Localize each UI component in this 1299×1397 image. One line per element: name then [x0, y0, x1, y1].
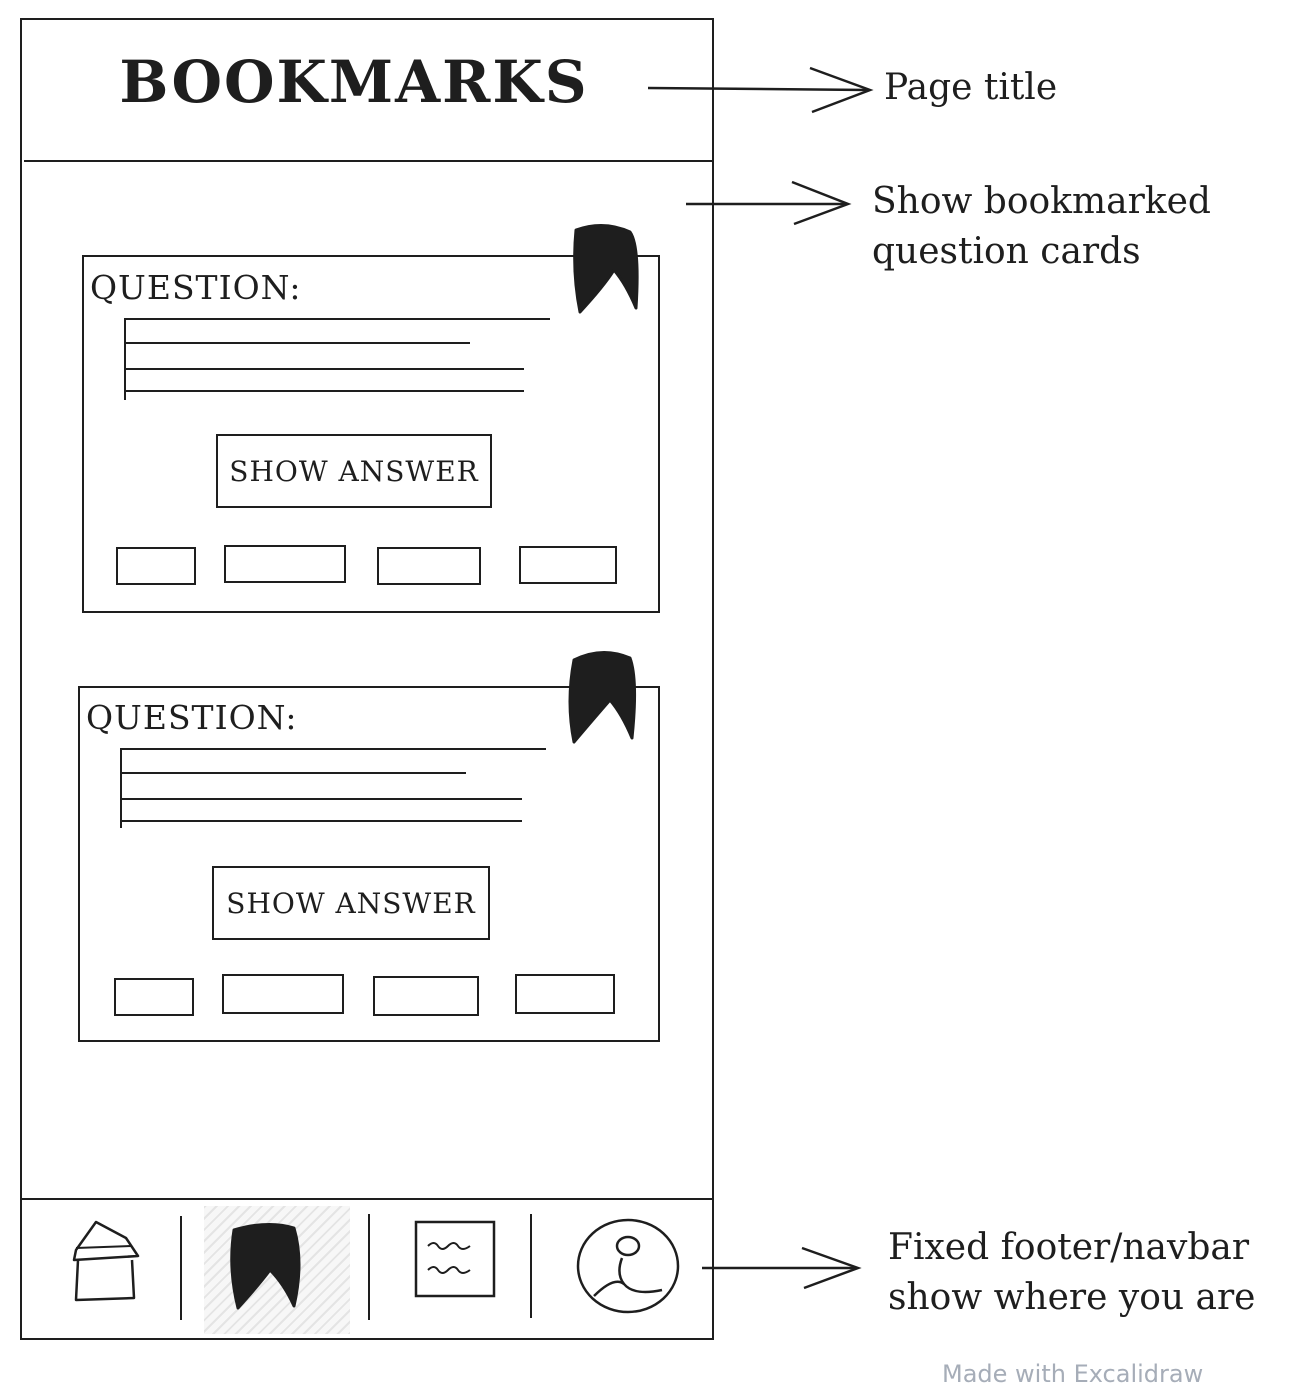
- nav-divider: [180, 1216, 182, 1320]
- annotation-cards-line2: question cards: [872, 231, 1141, 272]
- answer-option-4[interactable]: [519, 546, 617, 584]
- question-label: QUESTION:: [90, 268, 302, 307]
- page-header: [24, 22, 712, 162]
- watermark: Made with Excalidraw: [942, 1360, 1204, 1388]
- show-answer-button[interactable]: SHOW ANSWER: [216, 434, 492, 508]
- phone-frame: [20, 18, 714, 1340]
- nav-divider: [368, 1214, 370, 1320]
- question-label: QUESTION:: [86, 698, 298, 737]
- question-text-placeholder: [120, 748, 548, 828]
- question-text-placeholder: [124, 318, 552, 400]
- notes-icon[interactable]: [410, 1218, 500, 1302]
- answer-option-1[interactable]: [116, 547, 196, 585]
- annotation-page-title: Page title: [884, 67, 1058, 108]
- bookmark-icon[interactable]: [228, 1222, 304, 1312]
- nav-divider: [530, 1214, 532, 1318]
- answer-option-2[interactable]: [224, 545, 346, 583]
- page-title: BOOKMARKS: [119, 48, 589, 116]
- arrow-icon: [702, 1246, 862, 1290]
- home-icon[interactable]: [68, 1218, 144, 1306]
- answer-option-4[interactable]: [515, 974, 615, 1014]
- arrow-icon: [647, 66, 874, 114]
- annotation-footer-line2: show where you are: [888, 1277, 1256, 1318]
- footer-navbar: [20, 1198, 712, 1340]
- answer-option-3[interactable]: [377, 547, 481, 585]
- show-answer-button[interactable]: SHOW ANSWER: [212, 866, 490, 940]
- bookmark-icon[interactable]: [570, 222, 644, 314]
- answer-option-2[interactable]: [222, 974, 344, 1014]
- annotation-cards-line1: Show bookmarked: [872, 181, 1211, 222]
- answer-option-3[interactable]: [373, 976, 479, 1016]
- arrow-icon: [686, 180, 852, 226]
- annotation-footer-line1: Fixed footer/navbar: [888, 1227, 1250, 1268]
- answer-option-1[interactable]: [114, 978, 194, 1016]
- bookmark-icon[interactable]: [566, 650, 640, 744]
- profile-icon[interactable]: [574, 1216, 684, 1316]
